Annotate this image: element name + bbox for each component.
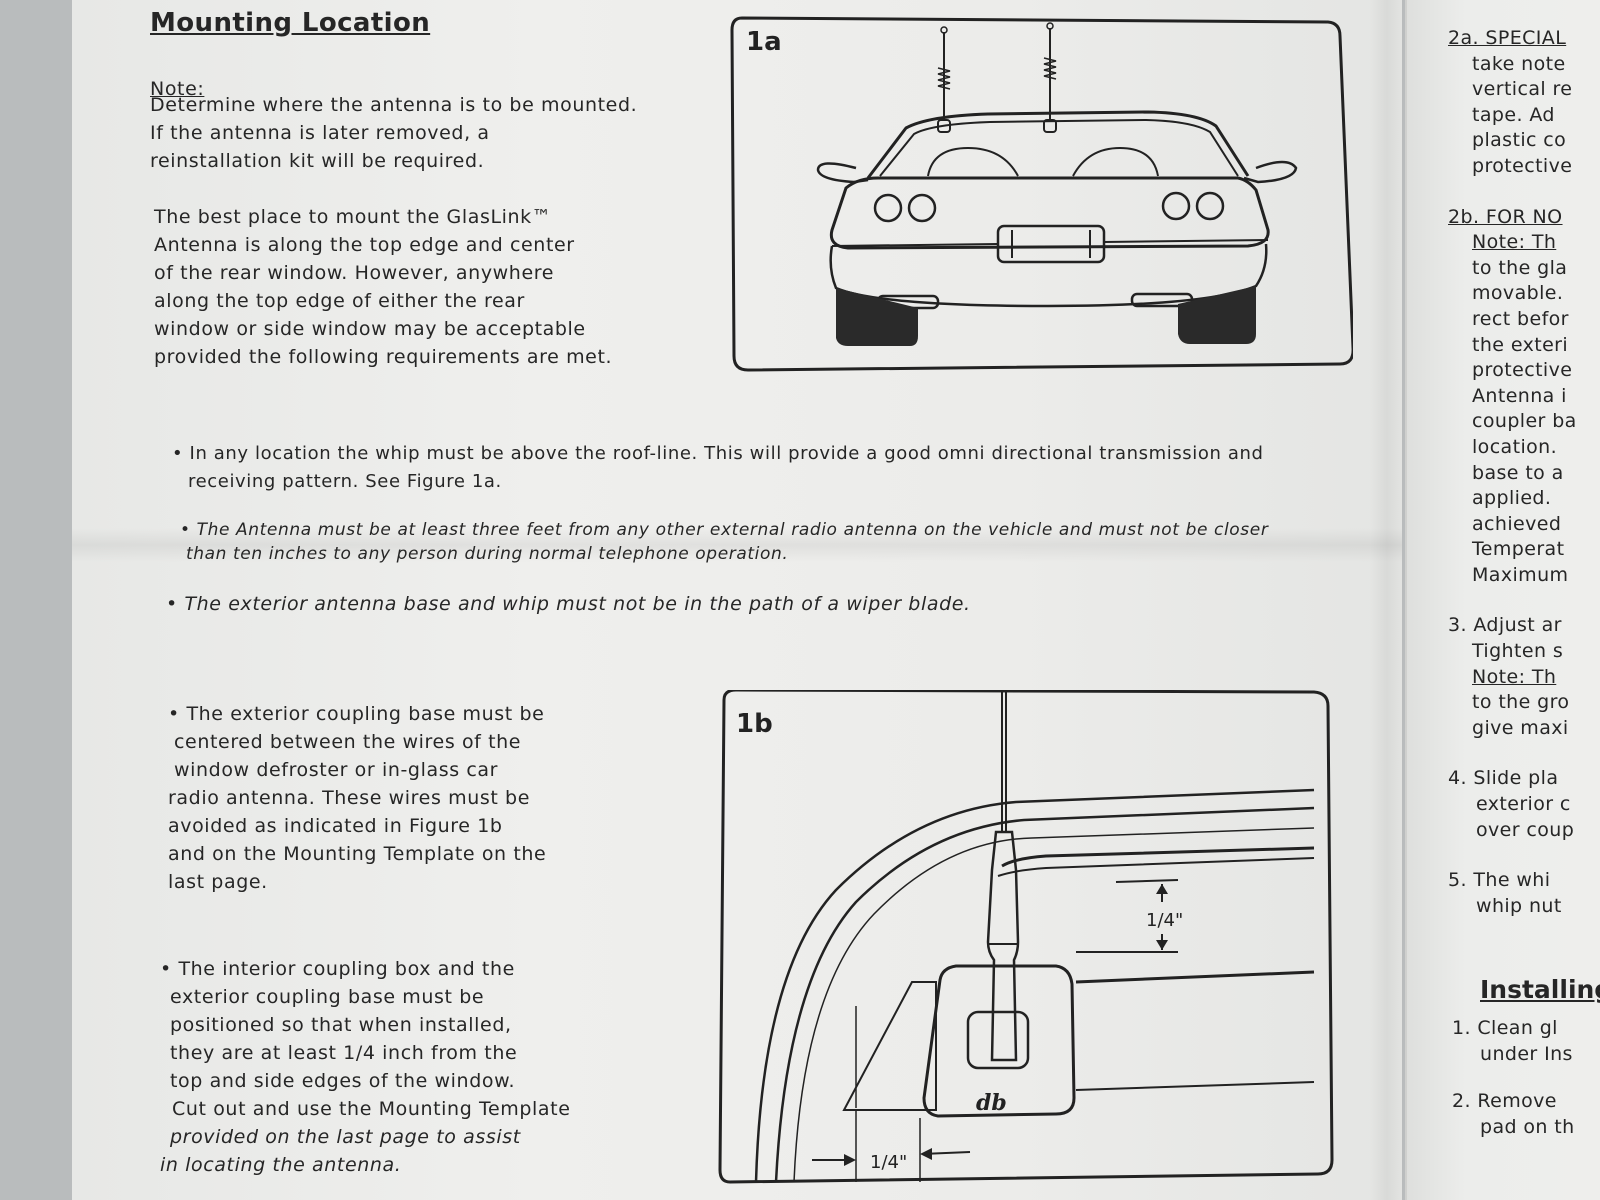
adjacent-page xyxy=(1405,0,1600,1200)
step-line: coupler ba xyxy=(1472,410,1577,433)
paragraph-line: along the top edge of either the rear xyxy=(154,290,525,312)
step-line: Note: Th xyxy=(1472,665,1557,688)
step-line: location. xyxy=(1472,435,1558,458)
best-place-paragraph: The best place to mount the GlasLink™ An… xyxy=(154,203,612,371)
spacer xyxy=(1448,180,1600,205)
antenna-left-icon xyxy=(937,26,951,133)
requirement-roofline: • In any location the whip must be above… xyxy=(172,440,1263,496)
requirement-line: centered between the wires of the xyxy=(174,731,522,753)
step-line: plastic co xyxy=(1472,129,1567,152)
step-heading: 1. Clean gl xyxy=(1452,1017,1558,1039)
figure-label: 1b xyxy=(736,709,773,739)
requirement-wiper: • The exterior antenna base and whip mus… xyxy=(166,593,971,615)
step-line: to the gla xyxy=(1472,256,1568,279)
requirement-line: in locating the antenna. xyxy=(160,1154,402,1176)
instruction-sheet xyxy=(72,0,1402,1200)
installing-heading: Installing xyxy=(1480,975,1600,1004)
requirement-clearance: • The interior coupling box and the exte… xyxy=(160,955,571,1179)
step-line: Note: Th xyxy=(1472,231,1557,254)
step-line: Antenna i xyxy=(1472,384,1567,407)
clearance-top-dimension: 1/4" xyxy=(1076,879,1183,953)
requirement-line: and on the Mounting Template on the xyxy=(168,843,547,865)
figure-label: 1a xyxy=(746,27,782,57)
requirement-line: Cut out and use the Mounting Template xyxy=(172,1098,571,1120)
step-line: to the gro xyxy=(1472,691,1570,714)
figure-1a: 1a xyxy=(728,8,1353,378)
clearance-side-dimension: 1/4" xyxy=(812,1110,971,1182)
step-line: pad on th xyxy=(1480,1115,1575,1138)
step-heading: 5. The whi xyxy=(1448,869,1551,892)
step-line: take note xyxy=(1472,52,1566,75)
antenna-whip-icon xyxy=(986,690,1020,1062)
section-heading: Mounting Location xyxy=(150,8,431,38)
step-line: under Ins xyxy=(1480,1042,1573,1065)
figure-1a-drawing: 1a xyxy=(730,16,1353,372)
step-heading: 3. Adjust ar xyxy=(1448,614,1562,637)
requirement-line: • In any location the whip must be above… xyxy=(172,443,1264,464)
step-line: Temperat xyxy=(1472,538,1565,561)
spacer xyxy=(1448,741,1600,766)
requirement-line: top and side edges of the window. xyxy=(170,1070,516,1092)
spacer xyxy=(1448,843,1600,868)
dimension-label: 1/4" xyxy=(870,1152,907,1173)
figure-1b: 1b db xyxy=(716,690,1346,1200)
paragraph-line: Antenna is along the top edge and center xyxy=(154,234,575,256)
note-line: reinstallation kit will be required. xyxy=(150,150,485,172)
step-line: movable. xyxy=(1472,282,1564,305)
requirement-line: • The interior coupling box and the xyxy=(160,958,515,980)
requirement-line: exterior coupling base must be xyxy=(170,986,485,1008)
requirement-line: positioned so that when installed, xyxy=(170,1014,512,1036)
requirement-line: than ten inches to any person during nor… xyxy=(186,544,789,564)
requirement-line: they are at least 1/4 inch from the xyxy=(170,1042,518,1064)
paper-fold xyxy=(72,528,1402,562)
step-line: achieved xyxy=(1472,512,1562,535)
step-line: whip nut xyxy=(1476,894,1562,917)
step-line: protective xyxy=(1472,154,1573,177)
spacer xyxy=(1448,588,1600,613)
antenna-center-icon xyxy=(1043,22,1057,133)
paper-fold-vertical xyxy=(1370,0,1404,1200)
requirement-line: • The exterior coupling base must be xyxy=(168,703,545,725)
requirement-line: avoided as indicated in Figure 1b xyxy=(168,815,503,837)
step-heading: 4. Slide pla xyxy=(1448,767,1559,790)
step-heading: 2b. FOR NO xyxy=(1448,205,1563,228)
step-line: rect befor xyxy=(1472,307,1569,330)
install-steps: 1. Clean gl under Ins 2. Remove pad on t… xyxy=(1452,1016,1600,1140)
note-paragraph: Determine where the antenna is to be mou… xyxy=(150,91,637,175)
dimension-label: 1/4" xyxy=(1146,910,1183,931)
requirement-line: receiving pattern. See Figure 1a. xyxy=(188,471,502,492)
coupling-base-icon: db xyxy=(922,964,1076,1118)
requirement-line: radio antenna. These wires must be xyxy=(168,787,530,809)
step-heading: 2a. SPECIAL xyxy=(1448,27,1567,49)
adjacent-page-text: 2a. SPECIAL take note vertical re tape. … xyxy=(1448,26,1600,919)
step-line: Tighten s xyxy=(1472,640,1564,663)
paragraph-line: provided the following requirements are … xyxy=(154,346,613,368)
requirement-centered: • The exterior coupling base must be cen… xyxy=(168,700,546,896)
requirement-line: window defroster or in-glass car xyxy=(174,759,499,781)
note-line: Determine where the antenna is to be mou… xyxy=(150,94,638,116)
step-line: the exteri xyxy=(1472,333,1569,356)
step-line: applied. xyxy=(1472,487,1552,510)
note-line: If the antenna is later removed, a xyxy=(150,122,490,144)
step-line: exterior c xyxy=(1476,793,1571,816)
step-line: tape. Ad xyxy=(1472,103,1555,126)
step-line: protective xyxy=(1472,359,1573,382)
requirement-line: last page. xyxy=(168,871,268,893)
requirement-line: provided on the last page to assist xyxy=(170,1126,521,1148)
paragraph-line: of the rear window. However, anywhere xyxy=(154,262,555,284)
step-line: give maxi xyxy=(1472,716,1569,739)
step-line: Maximum xyxy=(1472,563,1569,586)
paragraph-line: window or side window may be acceptable xyxy=(154,318,586,340)
figure-1b-drawing: 1b db xyxy=(718,690,1334,1184)
requirement-line: • The Antenna must be at least three fee… xyxy=(180,520,1269,540)
step-line: base to a xyxy=(1472,461,1564,484)
note-label: Note: xyxy=(150,78,205,100)
step-heading: 2. Remove xyxy=(1452,1090,1557,1113)
paragraph-line: The best place to mount the GlasLink™ xyxy=(154,206,552,228)
step-line: over coup xyxy=(1476,818,1575,841)
requirement-distance: • The Antenna must be at least three fee… xyxy=(180,518,1268,566)
base-logo: db xyxy=(976,1090,1007,1116)
step-line: vertical re xyxy=(1472,78,1573,101)
